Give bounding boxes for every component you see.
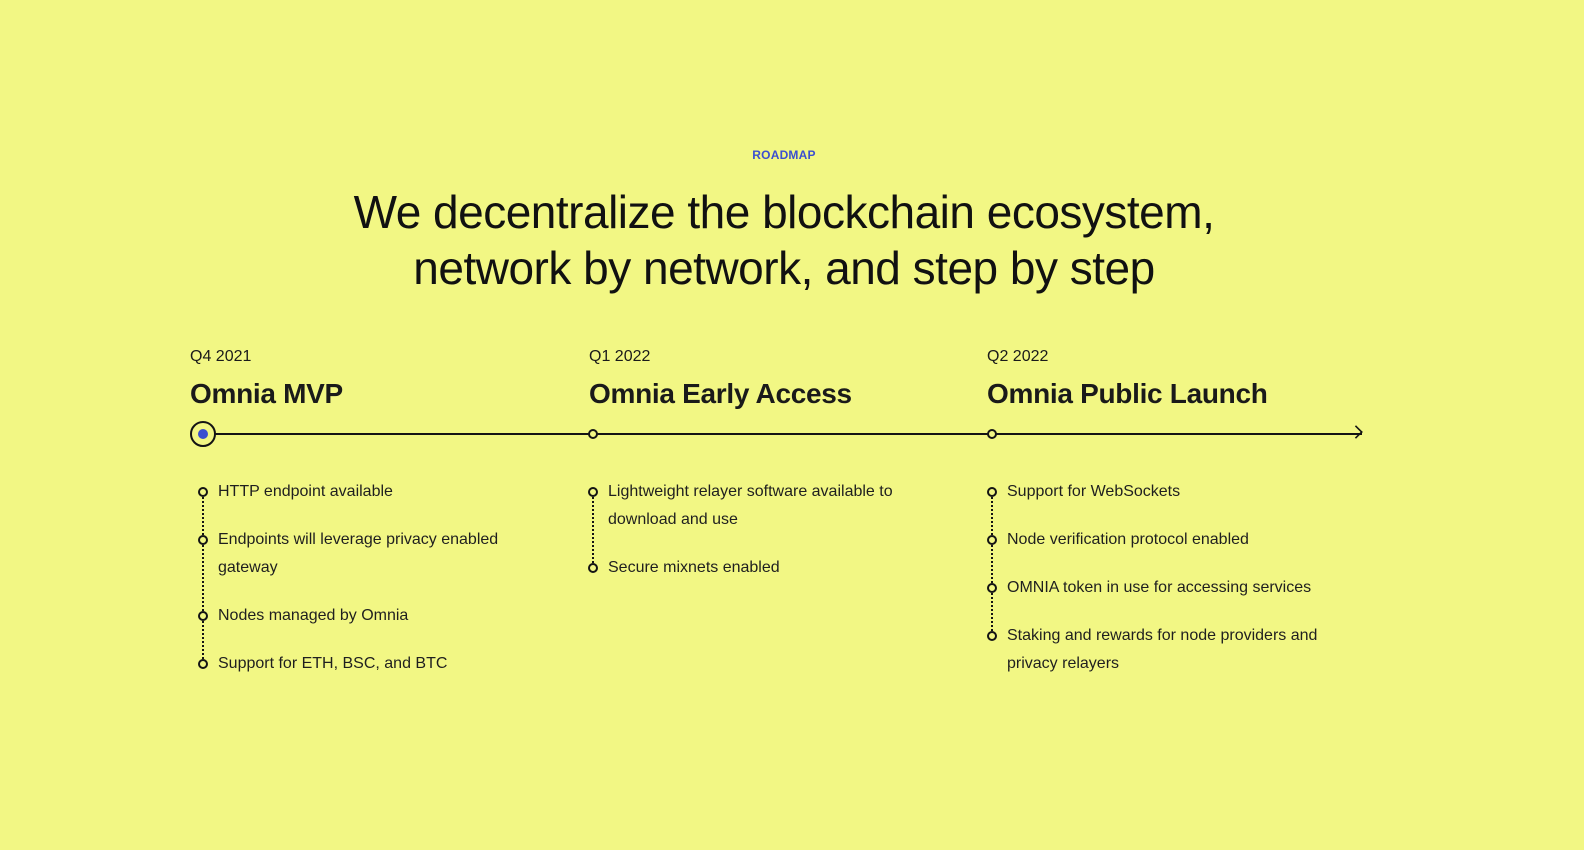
phase-q1-2022: Q1 2022 Omnia Early Access: [589, 348, 969, 410]
bullet-circle-icon: [198, 487, 208, 497]
phase-items-q2-2022: Support for WebSockets Node verification…: [987, 478, 1357, 698]
dotted-connector: [991, 593, 993, 631]
dotted-connector: [592, 497, 594, 563]
roadmap-headline: We decentralize the blockchain ecosystem…: [0, 184, 1568, 296]
bullet-circle-icon: [987, 535, 997, 545]
dotted-connector: [202, 621, 204, 659]
phase-title: Omnia MVP: [190, 378, 343, 409]
dotted-connector: [991, 545, 993, 583]
arrow-right-icon: [1349, 425, 1363, 439]
phase-title: Omnia Early Access: [589, 378, 852, 409]
list-item: Secure mixnets enabled: [588, 554, 928, 582]
current-milestone-icon: [190, 421, 216, 447]
list-item: Nodes managed by Omnia: [198, 602, 538, 659]
phase-title: Omnia Public Launch: [987, 378, 1268, 409]
list-item: HTTP endpoint available: [198, 478, 538, 535]
phase-q2-2022: Q2 2022 Omnia Public Launch: [987, 348, 1367, 410]
bullet-circle-icon: [987, 583, 997, 593]
phase-items-q1-2022: Lightweight relayer software available t…: [588, 478, 928, 602]
dotted-connector: [202, 497, 204, 535]
bullet-circle-icon: [588, 563, 598, 573]
phase-quarter: Q2 2022: [987, 348, 1049, 365]
bullet-circle-icon: [198, 611, 208, 621]
headline-line-2: network by network, and step by step: [413, 242, 1155, 294]
bullet-circle-icon: [198, 659, 208, 669]
bullet-circle-icon: [987, 487, 997, 497]
milestone-node-icon: [588, 429, 598, 439]
milestone-node-icon: [987, 429, 997, 439]
bullet-circle-icon: [588, 487, 598, 497]
list-item: Support for WebSockets: [987, 478, 1357, 535]
list-item: OMNIA token in use for accessing service…: [987, 574, 1357, 631]
list-item: Node verification protocol enabled: [987, 526, 1357, 583]
phase-items-q4-2021: HTTP endpoint available Endpoints will l…: [198, 478, 538, 698]
phase-quarter: Q1 2022: [589, 348, 651, 365]
bullet-circle-icon: [198, 535, 208, 545]
list-item: Endpoints will leverage privacy enabled …: [198, 526, 538, 611]
roadmap-eyebrow: ROADMAP: [752, 148, 816, 162]
dotted-connector: [991, 497, 993, 535]
list-item: Support for ETH, BSC, and BTC: [198, 650, 538, 678]
bullet-circle-icon: [987, 631, 997, 641]
timeline-axis: [214, 433, 1362, 435]
dotted-connector: [202, 545, 204, 611]
list-item: Staking and rewards for node providers a…: [987, 622, 1357, 678]
list-item: Lightweight relayer software available t…: [588, 478, 928, 563]
current-dot: [198, 429, 208, 439]
phase-q4-2021: Q4 2021 Omnia MVP: [190, 348, 570, 410]
phase-quarter: Q4 2021: [190, 348, 252, 365]
headline-line-1: We decentralize the blockchain ecosystem…: [353, 186, 1215, 238]
